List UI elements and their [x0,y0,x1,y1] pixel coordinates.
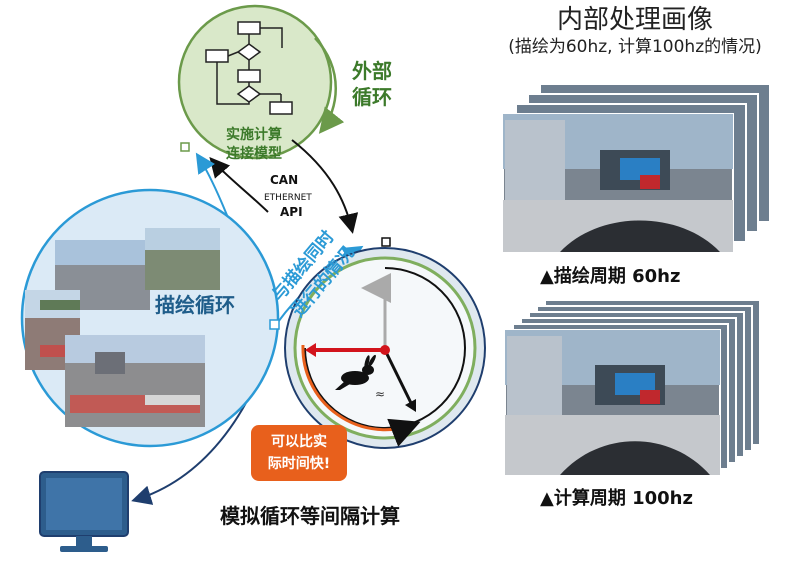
caption-render-cycle: ▲描绘周期 60hz [540,266,681,287]
caption-compute-cycle: ▲计算周期 100hz [540,488,693,509]
link-outer-to-clock [291,139,359,234]
right-title-sub: (描绘为60hz, 计算100hz的情况) [508,37,762,57]
speed-lines: ≈ [375,387,385,401]
link-clock-to-outer [209,156,269,213]
badge-line-2: 际时间快! [267,456,331,472]
clock-icon [284,237,486,449]
sim-loop-label: 模拟循环等间隔计算 [220,504,400,528]
render-frames [25,228,220,427]
interface-ethernet: ETHERNET [264,193,312,203]
interface-can: CAN [270,173,298,187]
right-panel-title: 内部处理画像 (描绘为60hz, 计算100hz的情况) [470,4,800,58]
model-label-1: 实施计算 [226,126,282,143]
outer-loop-label-1: 外部 [352,59,392,83]
monitor-icon [39,471,129,552]
model-label-2: 连接模型 [226,145,282,162]
badge-line-1: 可以比实 [271,434,327,450]
right-title-main: 内部处理画像 [556,5,713,35]
compute-image-stack [504,299,761,476]
outer-loop-label-2: 循环 [352,85,392,109]
render-image-stack [502,83,771,253]
flowchart-icon [205,21,293,115]
faster-than-realtime-badge: 可以比实 际时间快! [251,425,347,481]
rabbit-icon [335,354,376,390]
interface-api: API [280,205,303,219]
render-loop-label: 描绘循环 [155,293,235,317]
